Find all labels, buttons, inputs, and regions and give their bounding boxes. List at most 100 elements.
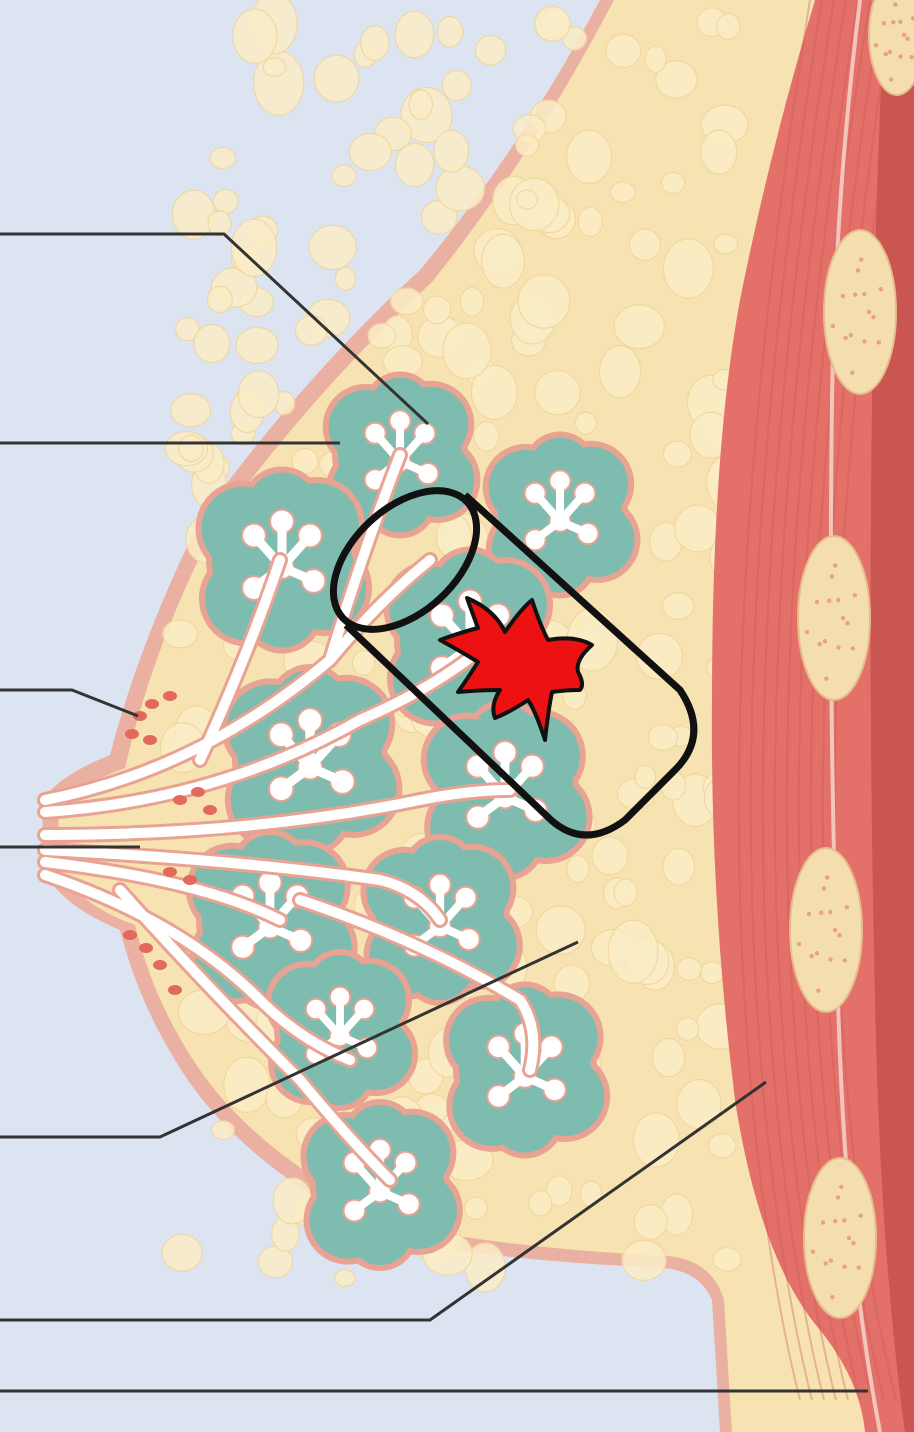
rib-dot xyxy=(828,957,832,961)
rib-dot xyxy=(827,598,831,602)
fat-lobule xyxy=(701,130,737,174)
rib-dot xyxy=(819,910,823,914)
rib-dot xyxy=(845,905,849,909)
fat-lobule xyxy=(535,371,581,415)
rib-dot xyxy=(845,621,849,625)
rib-dot xyxy=(822,886,826,890)
rib-dot xyxy=(862,339,866,343)
fat-lobule xyxy=(236,327,278,363)
rib-dot xyxy=(809,954,813,958)
fat-lobule xyxy=(677,1080,721,1129)
fat-lobule xyxy=(708,1134,735,1158)
rib-dot xyxy=(811,1250,815,1254)
rib-dot xyxy=(828,910,832,914)
rib xyxy=(804,1158,876,1318)
rib-dot xyxy=(891,20,895,24)
rib xyxy=(790,848,862,1012)
fat-lobule xyxy=(529,1191,552,1216)
rib-dot xyxy=(859,1214,863,1218)
rib-dot xyxy=(833,563,837,567)
fat-lobule xyxy=(474,422,499,452)
rib-dot xyxy=(898,54,902,58)
rib xyxy=(824,230,896,394)
fat-lobule xyxy=(580,1181,601,1207)
fat-lobule xyxy=(361,26,389,61)
fat-lobule xyxy=(645,46,666,73)
areolar-gland-dot xyxy=(123,930,137,940)
rib-dot xyxy=(830,1295,834,1299)
rib-dot xyxy=(824,676,828,680)
rib-dot xyxy=(909,55,913,59)
fat-lobule xyxy=(610,182,635,202)
rib-dot xyxy=(836,1195,840,1199)
fat-lobule xyxy=(171,394,211,427)
fat-lobule xyxy=(442,70,471,100)
fat-lobule xyxy=(443,323,491,379)
rib-dot xyxy=(837,933,841,937)
rib-dot xyxy=(843,336,847,340)
fat-lobule xyxy=(352,651,375,676)
rib-dot xyxy=(843,958,847,962)
rib-dot xyxy=(877,340,881,344)
fat-lobule xyxy=(207,286,232,312)
fat-lobule xyxy=(622,1240,666,1280)
fat-lobule xyxy=(163,620,198,648)
fat-lobule xyxy=(516,190,537,209)
areolar-gland-dot xyxy=(168,985,182,995)
rib-dot xyxy=(905,37,909,41)
fat-lobule xyxy=(516,134,539,156)
rib-dot xyxy=(871,315,875,319)
rib-dot xyxy=(859,257,863,261)
fat-lobule xyxy=(614,305,664,349)
fat-lobule xyxy=(210,147,236,168)
fat-lobule xyxy=(677,958,702,981)
fat-lobule xyxy=(314,55,359,102)
rib-dot xyxy=(857,1265,861,1269)
fat-lobule xyxy=(349,133,391,170)
fat-lobule xyxy=(172,190,215,239)
fat-lobule xyxy=(629,229,660,260)
rib-dot xyxy=(882,21,886,25)
rib-dot xyxy=(851,1241,855,1245)
areolar-gland-dot xyxy=(163,867,177,877)
fat-lobule xyxy=(592,837,628,875)
fat-lobule xyxy=(263,58,286,76)
rib-dot xyxy=(862,292,866,296)
fat-lobule xyxy=(213,189,238,213)
fat-lobule xyxy=(578,207,602,236)
rib-dot xyxy=(830,574,834,578)
fat-lobule xyxy=(663,848,694,885)
fat-lobule xyxy=(368,324,396,349)
fat-lobule xyxy=(335,267,355,290)
rib-dot xyxy=(805,630,809,634)
rib-dot xyxy=(849,333,853,337)
rib-dot xyxy=(853,593,857,597)
rib-dot xyxy=(833,928,837,932)
fat-lobule xyxy=(436,166,485,211)
rib-dot xyxy=(851,646,855,650)
rib-dot xyxy=(856,268,860,272)
fat-lobule xyxy=(434,130,469,172)
fat-lobule xyxy=(535,6,570,41)
rib-dot xyxy=(836,645,840,649)
areolar-gland-dot xyxy=(125,729,139,739)
fat-lobule xyxy=(717,14,740,40)
rib-dot xyxy=(888,50,892,54)
fat-lobule xyxy=(395,143,434,186)
fat-lobule xyxy=(437,16,462,47)
fat-lobule xyxy=(460,287,483,316)
fat-lobule xyxy=(614,879,637,906)
rib-dot xyxy=(817,642,821,646)
fat-lobule xyxy=(567,130,612,183)
areolar-gland-dot xyxy=(153,960,167,970)
rib-dot xyxy=(823,639,827,643)
fat-lobule xyxy=(335,1270,355,1287)
rib xyxy=(798,536,870,700)
fat-lobule xyxy=(635,765,656,788)
fat-lobule xyxy=(475,36,505,66)
rib-dot xyxy=(807,912,811,916)
areolar-gland-dot xyxy=(145,699,159,709)
fat-lobule xyxy=(482,234,525,288)
rib-dot xyxy=(836,598,840,602)
